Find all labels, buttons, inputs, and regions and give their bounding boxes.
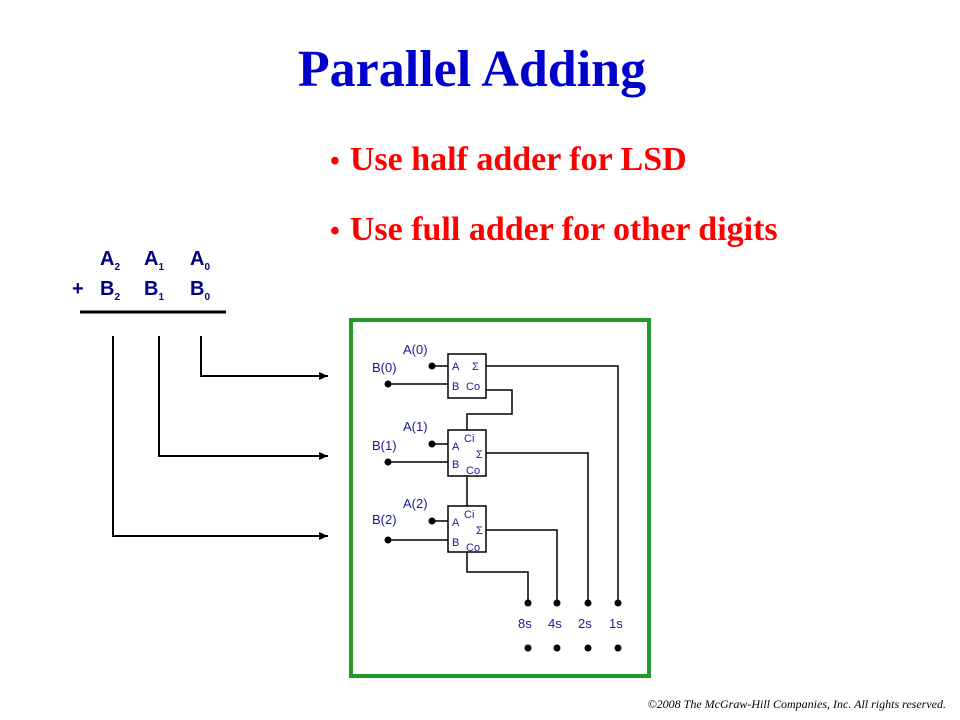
input-a2-label: A(2) [403,496,428,511]
bullet-list: • Use half adder for LSD • Use full adder … [330,140,778,280]
full-adder-stage-2: A(2) B(2) Ci A Σ B Co [372,496,487,554]
output-dot-1s [614,599,622,607]
half-adder-box [447,353,487,399]
bullet-text: Use half adder for LSD [349,141,687,178]
input-b1-label: B(1) [372,438,397,453]
output-label-8s: 8s [518,616,532,631]
full-adder-stage-1: A(1) B(1) Ci A Σ B Co [372,419,487,477]
svg-text:Σ: Σ [476,525,483,537]
svg-text:A: A [452,517,460,529]
bullet-icon: • [330,216,340,247]
output-nodes: 8s 4s 2s 1s [518,599,623,652]
slide-title: Parallel Adding [297,41,647,98]
svg-text:Co: Co [466,381,480,393]
operand-row-b: + B2 B1 B0 [72,278,242,308]
svg-text:Σ: Σ [472,361,479,373]
input-a1-label: A(1) [403,419,428,434]
bullet-item: • Use full adder for other digits [330,210,778,252]
operand-b0: B0 [190,278,211,303]
output-dot-2s [584,599,592,607]
output-label-1s: 1s [609,616,623,631]
svg-text:B: B [452,537,459,549]
svg-text:Co: Co [466,465,480,477]
output-dot-8s [524,599,532,607]
operand-block: A2 A1 A0 + B2 B1 B0 [72,248,242,308]
operand-b1: B1 [144,278,165,303]
svg-text:Ci: Ci [464,433,474,445]
output-label-2s: 2s [578,616,592,631]
operand-a1: A1 [144,248,165,273]
svg-text:B: B [452,381,459,393]
copyright-footer: ©2008 The McGraw-Hill Companies, Inc. Al… [647,697,946,711]
half-adder-stage-0: A(0) B(0) A B Σ Co [372,342,487,399]
input-b2-label: B(2) [372,512,397,527]
operand-row-a: A2 A1 A0 [72,248,242,278]
output-dot-4s [553,599,561,607]
circuit-frame [349,318,651,678]
svg-text:B: B [452,459,459,471]
operand-a0: A0 [190,248,211,273]
arrow-bit-0 [200,336,328,380]
full-adder-box [447,505,487,553]
operand-a2: A2 [100,248,121,273]
input-b0-label: B(0) [372,360,397,375]
svg-text:A: A [452,361,460,373]
arrow-bit-1 [158,336,328,460]
arrow-bit-2 [112,336,328,540]
svg-text:Co: Co [466,542,480,554]
output-label-4s: 4s [548,616,562,631]
operand-b2: B2 [100,278,121,303]
svg-text:Σ: Σ [476,449,483,461]
plus-sign: + [72,278,84,300]
bullet-icon: • [330,146,340,177]
svg-text:Ci: Ci [464,509,474,521]
bullet-item: • Use half adder for LSD [330,140,778,182]
input-a0-label: A(0) [403,342,428,357]
interconnect-wires [466,365,619,603]
svg-text:A: A [452,441,460,453]
bullet-text: Use full adder for other digits [349,211,778,248]
